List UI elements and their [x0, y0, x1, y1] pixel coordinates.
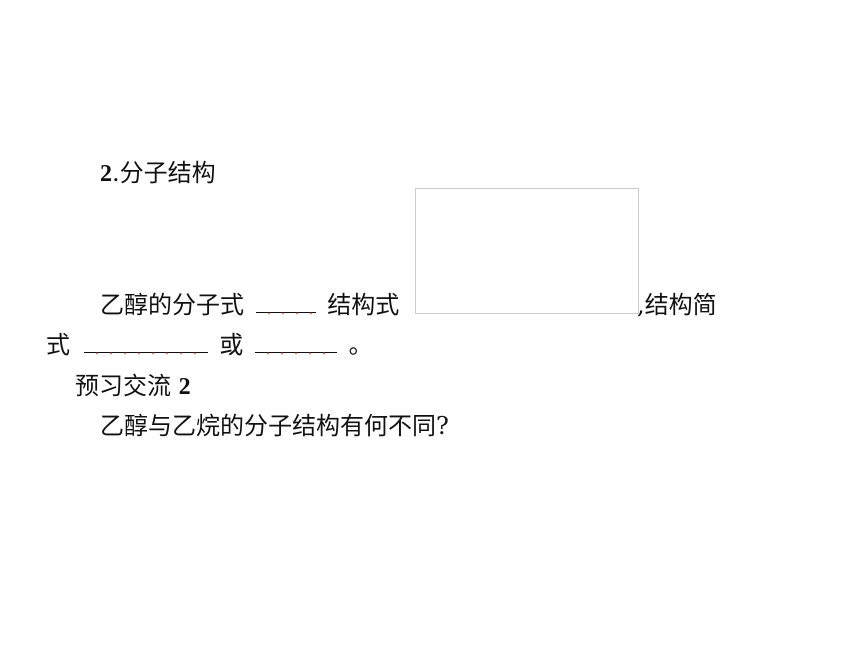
section-heading: 2.分子结构	[100, 158, 216, 189]
exchange-title: 预习交流	[75, 372, 171, 400]
simplified-label-line: ,结构简	[637, 290, 717, 320]
structural-formula-label: 结构式	[327, 291, 400, 319]
end-mark: 。	[348, 331, 373, 359]
simplified-formula-blank-2[interactable]	[254, 330, 337, 355]
simplified-formula-blank-1[interactable]	[83, 330, 208, 355]
exchange-question: 乙醇与乙烷的分子结构有何不同?	[100, 412, 449, 440]
structural-formula-box[interactable]	[415, 188, 639, 314]
simplified-formula-line: 式 或 。	[46, 330, 373, 360]
exchange-heading: 预习交流 2	[75, 371, 191, 402]
simplified-label-part2: 式	[46, 331, 70, 359]
exchange-number: 2	[178, 374, 191, 400]
section-number: 2	[100, 161, 112, 187]
connector-text: 或	[219, 331, 244, 359]
section-title: .分子结构	[112, 159, 216, 187]
simplified-label-part1: ,结构简	[637, 291, 717, 319]
molecular-formula-blank[interactable]	[255, 290, 316, 315]
formula-line: 乙醇的分子式 结构式	[100, 290, 399, 320]
formula-label: 乙醇的分子式	[100, 291, 244, 319]
